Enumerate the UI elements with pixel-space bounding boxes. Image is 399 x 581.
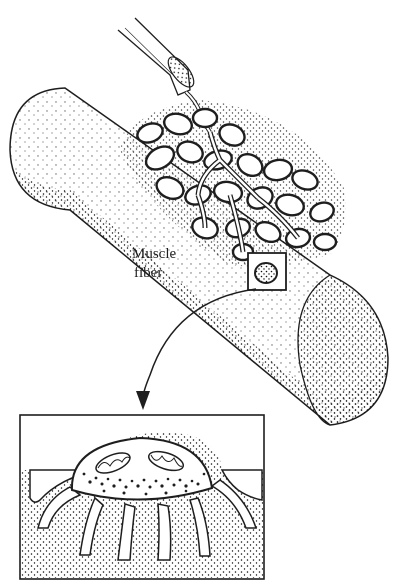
bouton-highlight-box [248, 253, 286, 290]
muscle-fiber-label-line1: Muscle [132, 246, 176, 263]
muscle-fiber-cylinder [10, 88, 388, 425]
synapse-inset [20, 415, 264, 579]
muscle-fiber-label-line2: fiber [134, 265, 162, 282]
